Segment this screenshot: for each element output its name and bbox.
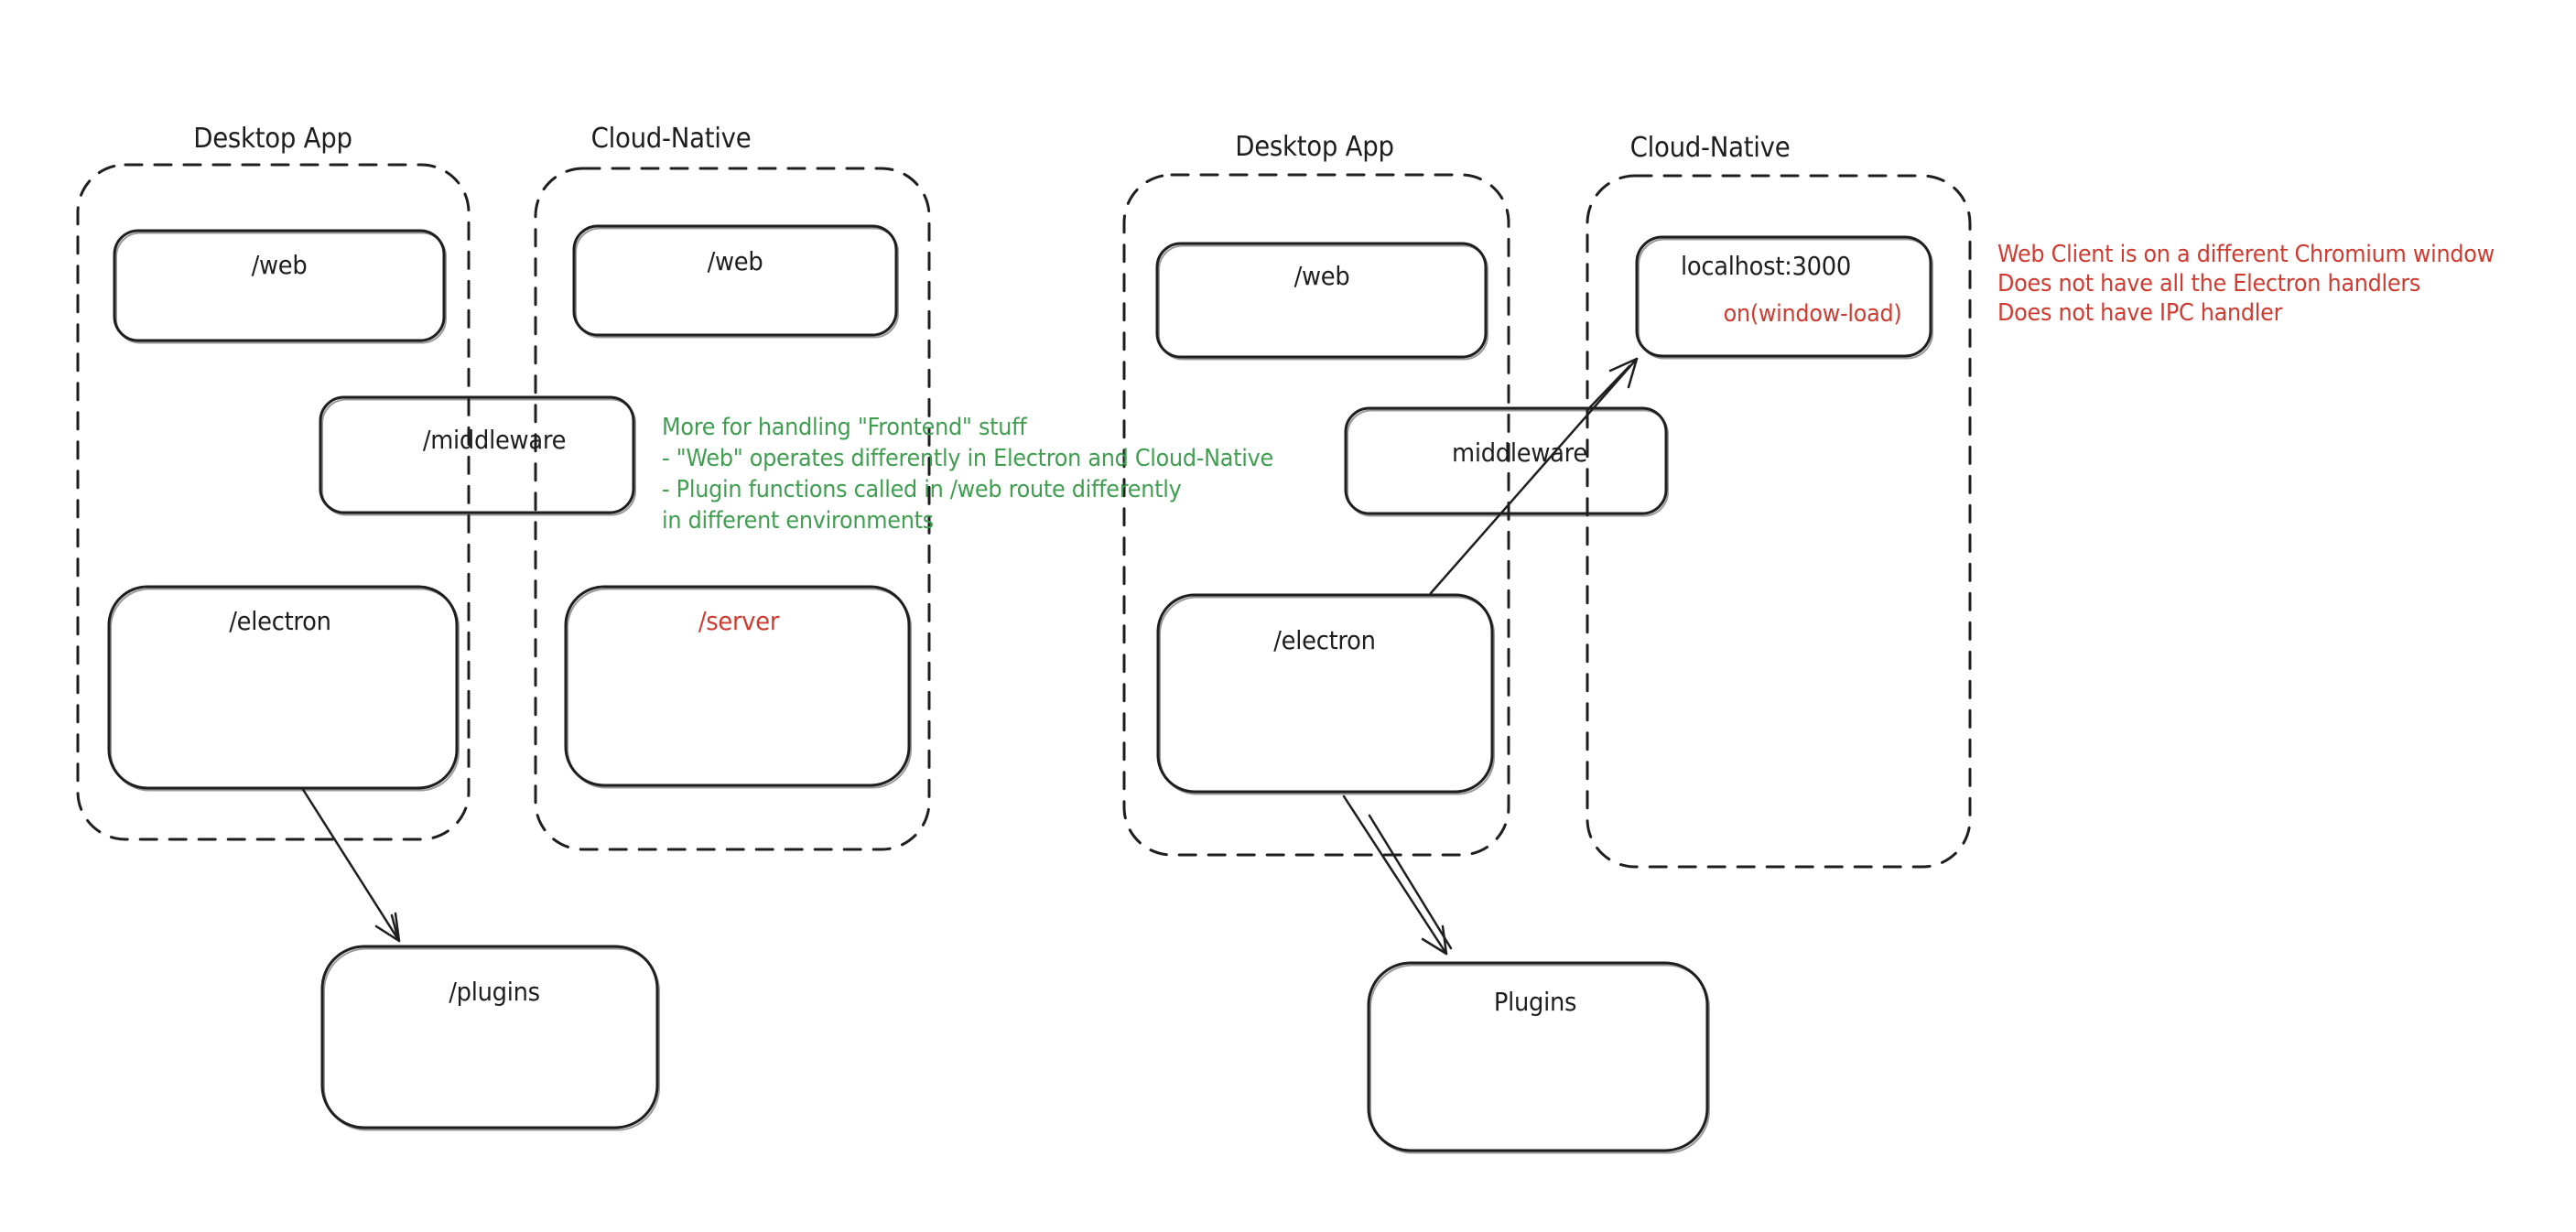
arrow-right-electron-to-localhost[interactable] [1429, 357, 1639, 595]
right-plugins-box-echo [1369, 964, 1710, 1154]
left-middleware-box[interactable] [319, 395, 635, 514]
left-web-desktop-box[interactable] [113, 229, 446, 342]
arrow-right-electron-to-plugins[interactable] [1342, 794, 1453, 956]
right-middleware-box[interactable] [1344, 406, 1668, 515]
right-localhost-box-echo [1638, 238, 1933, 360]
right-localhost-event-label[interactable]: on(window-load) [1723, 300, 1902, 328]
left-green-note[interactable]: More for handling "Frontend" stuff - "We… [662, 412, 1273, 536]
left-web-desktop-box-echo [115, 232, 447, 344]
left-desktop-container[interactable] [76, 163, 471, 841]
right-middleware-label[interactable]: middleware [1452, 438, 1587, 468]
right-desktop-container-label[interactable]: Desktop App [1235, 131, 1394, 163]
right-electron-box[interactable] [1156, 593, 1494, 794]
left-middleware-box-echo [321, 398, 636, 516]
right-web-box[interactable] [1155, 242, 1488, 359]
left-middleware-label[interactable]: /middleware [422, 425, 567, 455]
right-diagram [1122, 173, 1972, 1154]
left-web-cloud-label[interactable]: /web [707, 246, 763, 276]
right-web-box-echo [1158, 244, 1488, 361]
note-line: in different environments [662, 507, 934, 535]
note-line: Web Client is on a different Chromium wi… [1997, 241, 2495, 268]
left-diagram [76, 163, 931, 1131]
arrow-left-electron-to-plugins[interactable] [300, 786, 401, 943]
left-server-box-echo [567, 588, 912, 789]
left-cloud-container[interactable] [534, 167, 931, 851]
right-middleware-box-echo [1347, 409, 1669, 517]
left-web-cloud-box-echo [575, 227, 899, 339]
right-electron-box-echo [1159, 596, 1495, 795]
left-desktop-container-label[interactable]: Desktop App [193, 123, 352, 155]
left-server-label[interactable]: /server [698, 606, 780, 636]
left-electron-label[interactable]: /electron [229, 606, 331, 636]
right-electron-label[interactable]: /electron [1273, 625, 1376, 655]
right-web-label[interactable]: /web [1293, 261, 1350, 291]
right-plugins-label[interactable]: Plugins [1493, 987, 1577, 1017]
note-line: - "Web" operates differently in Electron… [662, 445, 1273, 472]
right-cloud-container[interactable] [1586, 174, 1972, 869]
right-red-note[interactable]: Web Client is on a different Chromium wi… [1997, 240, 2495, 328]
left-plugins-box-echo [323, 947, 660, 1131]
right-plugins-box[interactable] [1367, 961, 1709, 1152]
note-line: Does not have all the Electron handlers [1997, 270, 2421, 297]
right-localhost-box[interactable] [1635, 235, 1932, 358]
left-plugins-box[interactable] [320, 945, 659, 1129]
right-localhost-label[interactable]: localhost:3000 [1680, 251, 1852, 281]
left-plugins-label[interactable]: /plugins [449, 977, 540, 1007]
note-line: More for handling "Frontend" stuff [662, 414, 1027, 441]
left-web-desktop-label[interactable]: /web [251, 250, 308, 280]
right-cloud-container-label[interactable]: Cloud-Native [1629, 132, 1791, 164]
left-web-cloud-box[interactable] [572, 224, 898, 337]
left-cloud-container-label[interactable]: Cloud-Native [590, 123, 752, 155]
left-server-box[interactable] [564, 585, 911, 787]
note-line: - Plugin functions called in /web route … [662, 476, 1182, 503]
left-electron-box[interactable] [107, 585, 459, 790]
left-electron-box-echo [110, 588, 460, 792]
note-line: Does not have IPC handler [1997, 299, 2283, 327]
